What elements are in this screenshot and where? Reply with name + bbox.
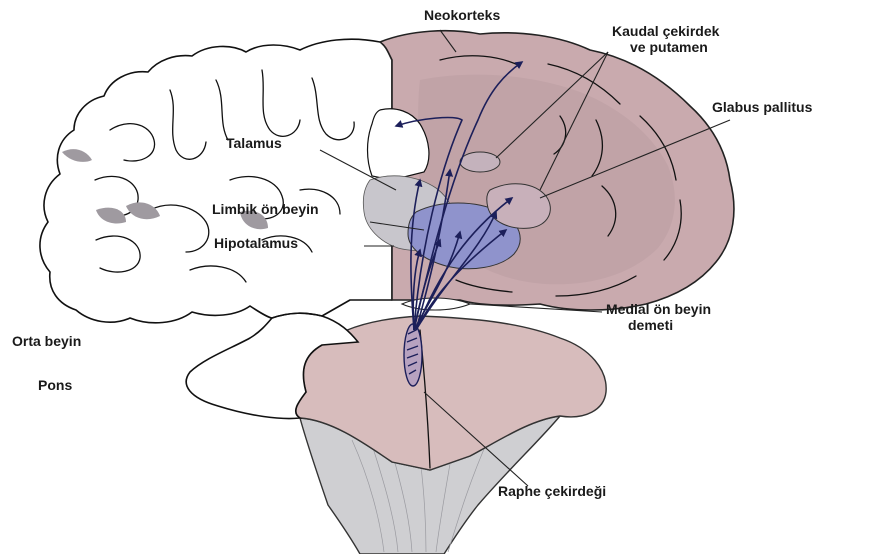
label-orta-beyin: Orta beyin	[12, 333, 81, 349]
label-kaudal-line1: Kaudal çekirdek	[612, 23, 720, 39]
label-medial-demeti: demeti	[628, 317, 673, 333]
label-limbik-on-beyin: Limbik ön beyin	[212, 201, 319, 217]
label-glabus-pallitus: Glabus pallitus	[712, 99, 813, 115]
label-neokorteks: Neokorteks	[424, 7, 500, 23]
caudate-oval	[460, 152, 500, 172]
left-white-matter-patches	[62, 149, 268, 229]
label-medial-on-beyin: Medial ön beyin	[606, 301, 711, 317]
label-pons: Pons	[38, 377, 72, 393]
label-talamus: Talamus	[226, 135, 282, 151]
label-hipotalamus: Hipotalamus	[214, 235, 298, 251]
label-raphe-cekirdegi: Raphe çekirdeği	[498, 483, 606, 499]
raphe-nucleus	[404, 324, 422, 386]
left-hemisphere	[40, 39, 392, 323]
label-kaudal-line2: ve putamen	[630, 39, 708, 55]
